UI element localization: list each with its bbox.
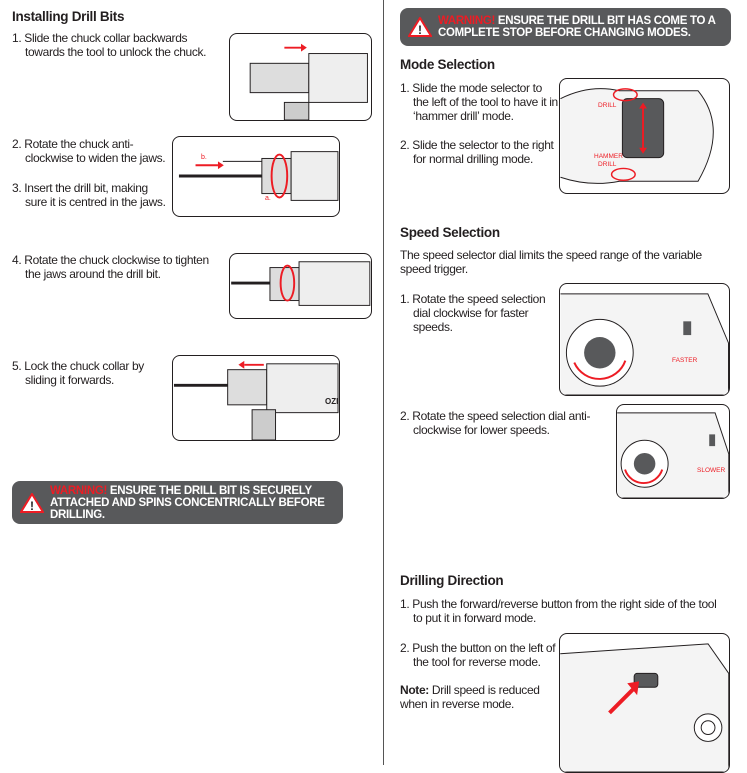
slower-label: SLOWER	[697, 467, 726, 474]
direction-button-illustration	[559, 633, 730, 773]
label-b: b.	[201, 154, 207, 161]
warning-secure-bit: ! WARNING! ENSURE THE DRILL BIT IS SECUR…	[12, 481, 343, 524]
install-step-5: 5. Lock the chuck collar by sliding it f…	[12, 359, 144, 387]
direction-step-1: 1. Push the forward/reverse button from …	[400, 597, 717, 625]
direction-note: Note: Drill speed is reduced when in rev…	[400, 683, 555, 711]
note-text: Drill speed is reduced when in reverse m…	[400, 683, 540, 711]
note-label: Note:	[400, 683, 429, 697]
chuck-tighten-illustration	[229, 253, 372, 319]
speed-dial-slower-illustration: SLOWER	[616, 404, 730, 499]
speed-selection-heading: Speed Selection	[400, 225, 500, 240]
column-divider	[383, 0, 384, 765]
install-step-2: 2. Rotate the chuck anti-clockwise to wi…	[12, 137, 166, 165]
chuck-lock-illustration: OZI	[172, 355, 340, 441]
warning-text: ENSURE THE DRILL BIT HAS COME TO A COMPL…	[438, 15, 716, 39]
svg-text:!: !	[30, 499, 34, 513]
chuck-rotate-illustration: b. a.	[172, 136, 340, 217]
mode-selection-heading: Mode Selection	[400, 57, 495, 72]
install-step-4: 4. Rotate the chuck clockwise to tighten…	[12, 253, 209, 281]
brand-mark: OZI	[325, 397, 339, 406]
drill-label: DRILL	[598, 102, 617, 109]
install-step-1: 1. Slide the chuck collar backwards towa…	[12, 31, 207, 59]
warning-icon: !	[20, 492, 44, 513]
speed-dial-faster-illustration: FASTER	[559, 283, 730, 396]
hammer-label: HAMMER	[594, 153, 623, 160]
mode-step-1: 1. Slide the mode selector to the left o…	[400, 81, 558, 123]
install-step-3: 3. Insert the drill bit, making sure it …	[12, 181, 166, 209]
faster-label: FASTER	[672, 357, 698, 364]
mode-selector-illustration: DRILL HAMMER DRILL	[559, 78, 730, 194]
speed-step-2: 2. Rotate the speed selection dial anti-…	[400, 409, 591, 437]
warning-prefix: WARNING!	[438, 15, 496, 27]
mode-step-2: 2. Slide the selector to the right for n…	[400, 138, 554, 166]
speed-step-1: 1. Rotate the speed selection dial clock…	[400, 292, 546, 334]
warning-prefix: WARNING!	[50, 484, 108, 497]
warning-stop-before-mode: ! WARNING! ENSURE THE DRILL BIT HAS COME…	[400, 8, 731, 46]
installing-drill-bits-heading: Installing Drill Bits	[12, 9, 125, 24]
hammer-drill-label: DRILL	[598, 161, 617, 168]
chuck-unlock-illustration	[229, 33, 372, 121]
svg-text:!: !	[418, 23, 422, 37]
warning-icon: !	[408, 17, 432, 37]
label-a: a.	[265, 195, 271, 202]
speed-intro: The speed selector dial limits the speed…	[400, 248, 702, 276]
direction-step-2: 2. Push the button on the left of the to…	[400, 641, 556, 669]
drilling-direction-heading: Drilling Direction	[400, 573, 504, 588]
warning-text: ENSURE THE DRILL BIT IS SECURELY ATTACHE…	[50, 484, 325, 521]
